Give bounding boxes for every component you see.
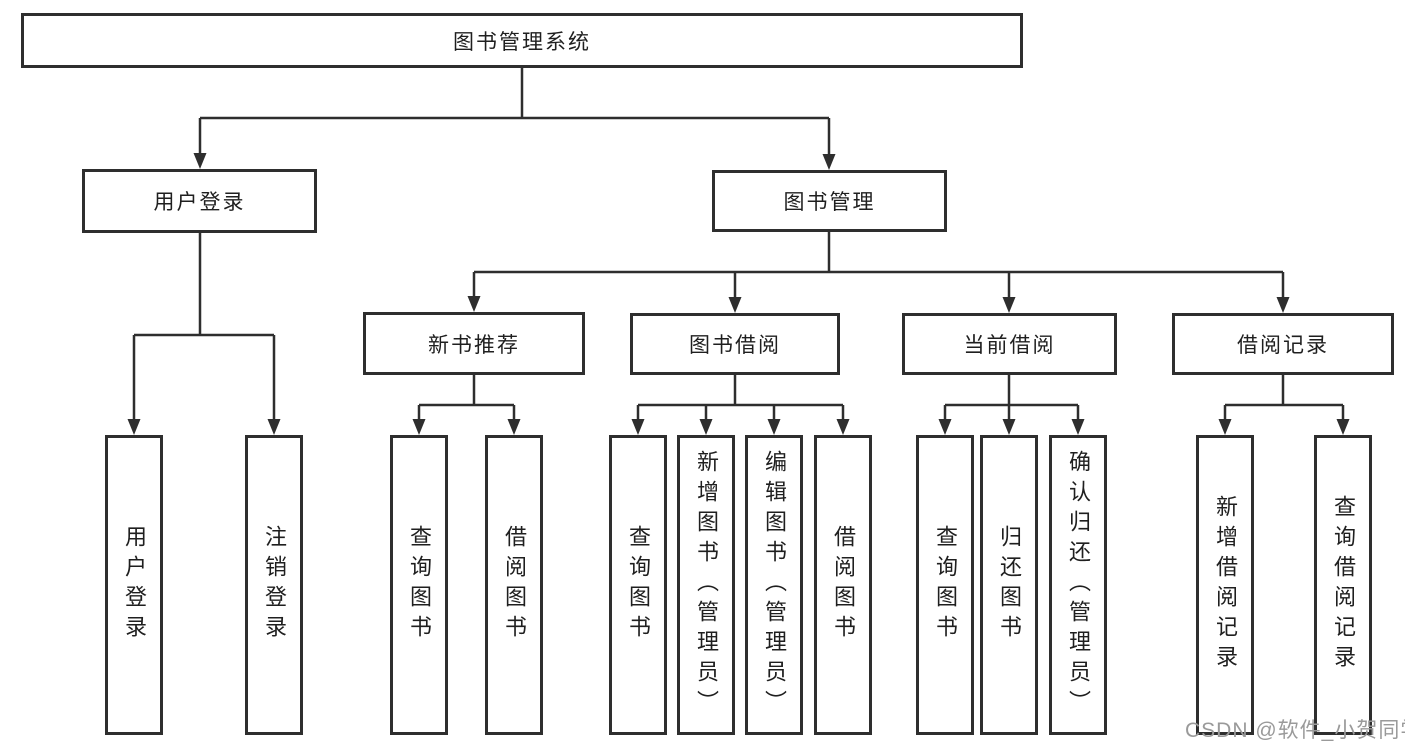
node-leaf-user-login: 用户登录 — [105, 435, 163, 735]
node-book-management: 图书管理 — [712, 170, 947, 232]
node-leaf-borrow-books-2-label: 借阅图书 — [831, 525, 856, 645]
node-leaf-return-books: 归还图书 — [980, 435, 1038, 735]
node-root-label: 图书管理系统 — [453, 30, 591, 54]
node-leaf-query-books-2: 查询图书 — [609, 435, 667, 735]
node-leaf-query-borrow-record-label: 查询借阅记录 — [1331, 495, 1356, 675]
node-leaf-confirm-return-admin-label: 确认归还（管理员） — [1066, 450, 1091, 720]
node-leaf-add-books-admin-label: 新增图书（管理员） — [694, 450, 719, 720]
node-new-book-recommendation-label: 新书推荐 — [428, 333, 520, 357]
node-leaf-confirm-return-admin: 确认归还（管理员） — [1049, 435, 1107, 735]
node-leaf-query-books-3: 查询图书 — [916, 435, 974, 735]
node-borrowing-records: 借阅记录 — [1172, 313, 1394, 375]
node-current-borrowing-label: 当前借阅 — [963, 334, 1056, 357]
node-leaf-query-borrow-record: 查询借阅记录 — [1314, 435, 1372, 735]
node-leaf-logout: 注销登录 — [245, 435, 303, 735]
node-leaf-query-books-1-label: 查询图书 — [407, 525, 432, 645]
node-book-management-label: 图书管理 — [783, 191, 876, 214]
node-borrowing-records-label: 借阅记录 — [1237, 334, 1329, 357]
node-new-book-recommendation: 新书推荐 — [363, 312, 585, 375]
node-leaf-query-books-2-label: 查询图书 — [626, 525, 651, 645]
node-leaf-user-login-label: 用户登录 — [122, 525, 147, 645]
node-current-borrowing: 当前借阅 — [902, 313, 1117, 375]
node-leaf-edit-books-admin-label: 编辑图书（管理员） — [762, 450, 787, 720]
node-book-borrowing: 图书借阅 — [630, 313, 840, 375]
node-leaf-borrow-books-1: 借阅图书 — [485, 435, 543, 735]
node-leaf-borrow-books-1-label: 借阅图书 — [502, 525, 527, 645]
node-leaf-return-books-label: 归还图书 — [997, 525, 1022, 645]
node-leaf-add-borrow-record: 新增借阅记录 — [1196, 435, 1254, 735]
node-user-login-label: 用户登录 — [153, 191, 246, 214]
node-leaf-query-books-3-label: 查询图书 — [933, 525, 958, 645]
node-leaf-query-books-1: 查询图书 — [390, 435, 448, 735]
node-book-borrowing-label: 图书借阅 — [689, 334, 781, 357]
node-leaf-add-books-admin: 新增图书（管理员） — [677, 435, 735, 735]
node-leaf-edit-books-admin: 编辑图书（管理员） — [745, 435, 803, 735]
node-user-login: 用户登录 — [82, 169, 317, 233]
node-root: 图书管理系统 — [21, 13, 1023, 68]
node-leaf-add-borrow-record-label: 新增借阅记录 — [1213, 495, 1238, 675]
node-leaf-borrow-books-2: 借阅图书 — [814, 435, 872, 735]
node-leaf-logout-label: 注销登录 — [262, 525, 287, 645]
